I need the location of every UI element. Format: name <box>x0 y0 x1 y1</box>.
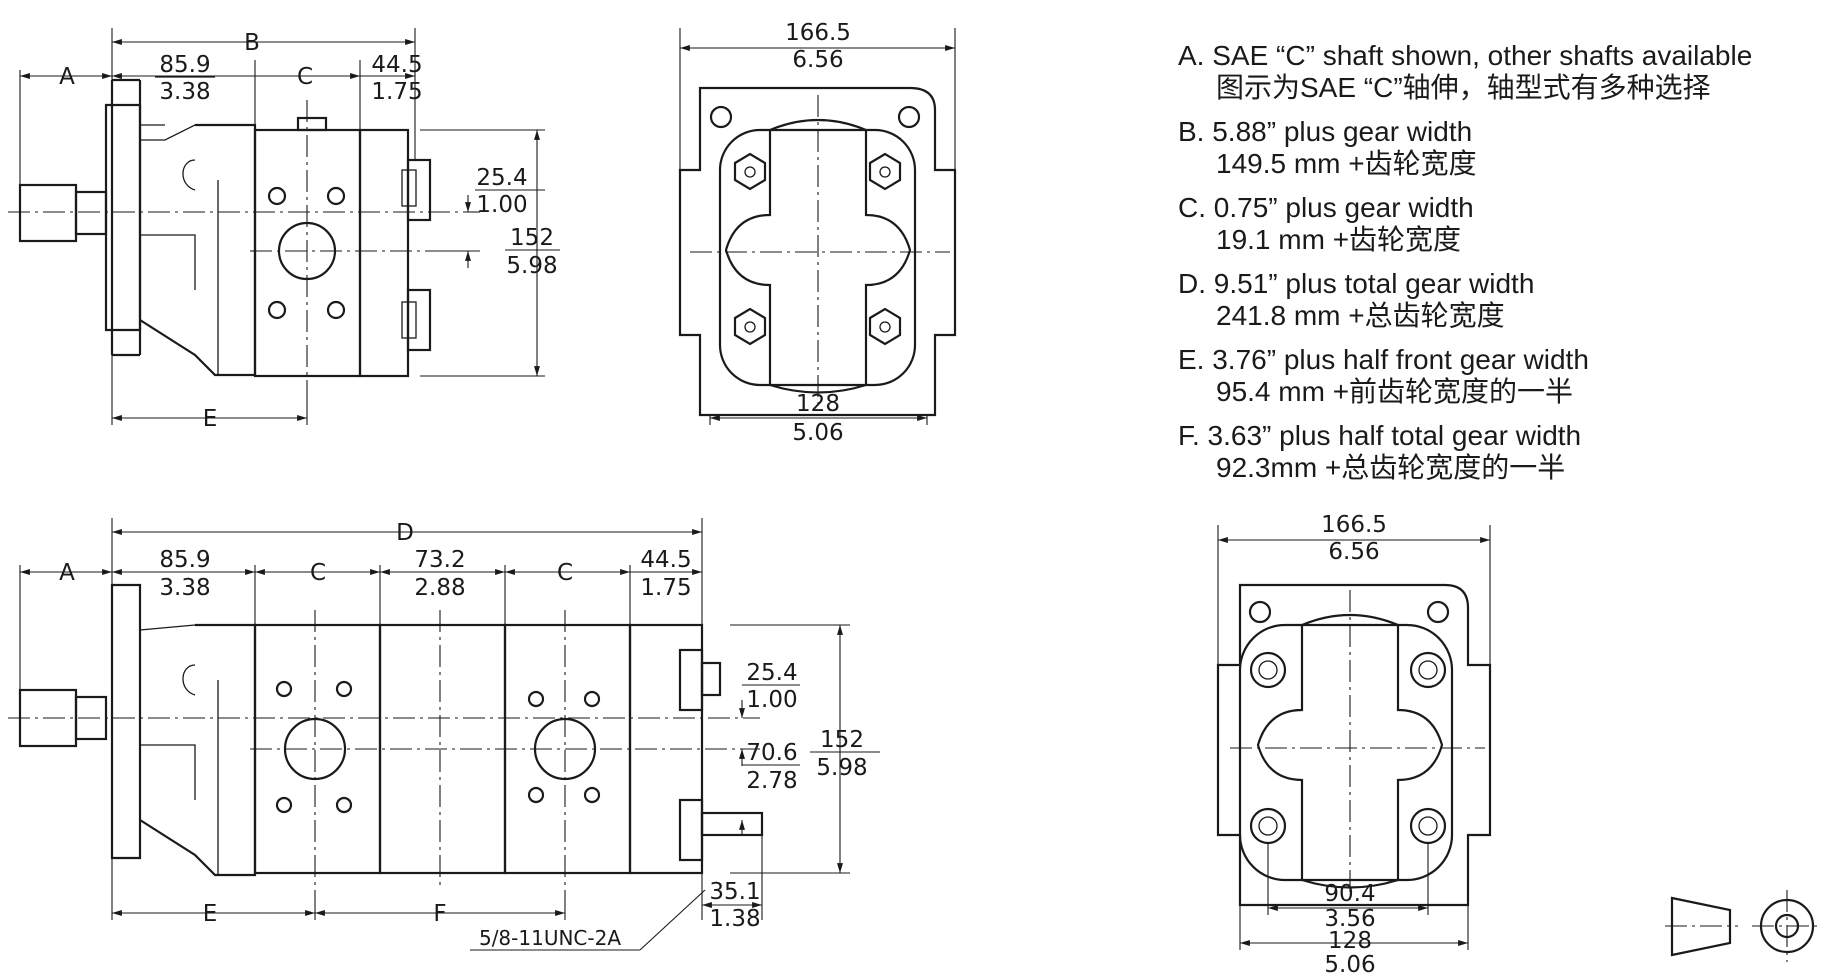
dim-tandem-flange-in: 3.38 <box>159 575 210 601</box>
note-a-en: A. SAE “C” shaft shown, other shafts ava… <box>1178 40 1753 71</box>
front-housing <box>139 123 257 377</box>
end-flange-outline <box>678 86 957 417</box>
label-a: A <box>59 64 75 90</box>
label-b: B <box>244 30 260 56</box>
dim-tandem-base-in: 5.06 <box>1324 952 1375 978</box>
note-f-en: F. 3.63” plus half total gear width <box>1178 420 1582 451</box>
dim-tandem-offset-mm: 25.4 <box>746 660 797 686</box>
dim-tandem-offset-in: 1.00 <box>746 687 797 713</box>
label-c-tandem-1: C <box>310 560 326 586</box>
note-d-cn: 241.8 mm +总齿轮宽度 <box>1216 300 1505 331</box>
dim-flange-in: 3.38 <box>159 79 210 105</box>
tandem-port-cross <box>1256 613 1444 889</box>
note-b-cn: 149.5 mm +齿轮宽度 <box>1216 148 1477 179</box>
label-d: D <box>396 520 414 546</box>
flange-outline <box>110 78 142 357</box>
note-f-cn: 92.3mm +总齿轮宽度的一半 <box>1216 452 1566 483</box>
dim-base-mm: 128 <box>796 391 840 417</box>
label-a-tandem: A <box>59 560 75 586</box>
tandem-flange <box>110 583 142 860</box>
dim-width-mm: 166.5 <box>785 20 851 46</box>
tandem-front-housing <box>139 623 257 877</box>
dim-tandem-end-width-mm: 166.5 <box>1321 512 1387 538</box>
note-e: E. 3.76” plus half front gear width 95.4… <box>1178 344 1818 408</box>
note-c-en: C. 0.75” plus gear width <box>1178 192 1474 223</box>
dim-tandem-end-in: 1.75 <box>640 575 691 601</box>
note-a-cn: 图示为SAE “C”轴伸，轴型式有多种选择 <box>1216 72 1711 103</box>
dim-tandem-inner-mm: 70.6 <box>746 740 797 766</box>
dim-bolt-spacing-mm: 90.4 <box>1324 881 1375 907</box>
dim-stud-mm: 35.1 <box>709 879 760 905</box>
dim-width-in: 6.56 <box>792 47 843 73</box>
dim-tandem-flange-mm: 85.9 <box>159 547 210 573</box>
tandem-bolt <box>1249 651 1287 689</box>
dim-tandem-end-width-in: 6.56 <box>1328 539 1379 565</box>
dim-end-mm: 44.5 <box>371 52 422 78</box>
mount-hole <box>709 105 733 129</box>
stud <box>700 811 764 837</box>
third-angle-projection-symbol <box>1665 890 1822 962</box>
note-b: B. 5.88” plus gear width 149.5 mm +齿轮宽度 <box>1178 116 1818 180</box>
dim-stud-in: 1.38 <box>709 906 760 932</box>
side-view-tandem-pump: D A C C E F 85.9 3.38 73.2 2.88 44.5 1.7… <box>8 518 880 951</box>
bolt-head <box>733 152 767 191</box>
thread-callout: 5/8-11UNC-2A <box>479 926 621 950</box>
label-e-tandem: E <box>203 901 218 927</box>
dim-offset-in: 1.00 <box>476 192 527 218</box>
label-e: E <box>203 406 218 432</box>
dim-flange-mm: 85.9 <box>159 52 210 78</box>
end-view-tandem-pump: 166.5 6.56 90.4 3.56 128 5.06 <box>1216 512 1492 978</box>
dimension-notes: A. SAE “C” shaft shown, other shafts ava… <box>1178 40 1818 496</box>
note-f: F. 3.63” plus half total gear width 92.3… <box>1178 420 1818 484</box>
note-a: A. SAE “C” shaft shown, other shafts ava… <box>1178 40 1818 104</box>
side-view-single-pump: B A C E 85.9 3.38 44.5 1.75 25.4 1.00 15… <box>8 28 560 432</box>
note-d: D. 9.51” plus total gear width 241.8 mm … <box>1178 268 1818 332</box>
dim-offset-mm: 25.4 <box>476 165 527 191</box>
shaft <box>18 183 78 243</box>
label-f: F <box>433 901 446 927</box>
dim-base-in: 5.06 <box>792 420 843 446</box>
tandem-end-flange <box>1216 583 1492 907</box>
label-c: C <box>297 64 313 90</box>
dim-tandem-height-mm: 152 <box>820 727 864 753</box>
rear-cover <box>358 128 410 378</box>
dim-height-in: 5.98 <box>506 253 557 279</box>
top-plug <box>296 116 328 132</box>
note-e-en: E. 3.76” plus half front gear width <box>1178 344 1589 375</box>
dim-bolt-spacing-in: 3.56 <box>1324 906 1375 932</box>
note-c-cn: 19.1 mm +齿轮宽度 <box>1216 224 1462 255</box>
shaft-shoulder <box>74 190 108 236</box>
dim-tandem-base-mm: 128 <box>1328 928 1372 954</box>
note-c: C. 0.75” plus gear width 19.1 mm +齿轮宽度 <box>1178 192 1818 256</box>
end-view-single-pump: 166.5 6.56 128 5.06 <box>678 20 957 446</box>
dim-tandem-height-in: 5.98 <box>816 755 867 781</box>
dim-tandem-mid-mm: 73.2 <box>414 547 465 573</box>
dim-end-in: 1.75 <box>371 79 422 105</box>
note-d-en: D. 9.51” plus total gear width <box>1178 268 1535 299</box>
label-c-tandem-2: C <box>557 560 573 586</box>
dim-height-mm: 152 <box>510 225 554 251</box>
port-cross <box>724 118 912 394</box>
tandem-port-body <box>1238 623 1454 882</box>
dim-tandem-inner-in: 2.78 <box>746 768 797 794</box>
stud-nut <box>700 661 722 697</box>
note-b-en: B. 5.88” plus gear width <box>1178 116 1473 147</box>
dim-tandem-mid-in: 2.88 <box>414 575 465 601</box>
note-e-cn: 95.4 mm +前齿轮宽度的一半 <box>1216 376 1574 407</box>
dim-tandem-end-mm: 44.5 <box>640 547 691 573</box>
